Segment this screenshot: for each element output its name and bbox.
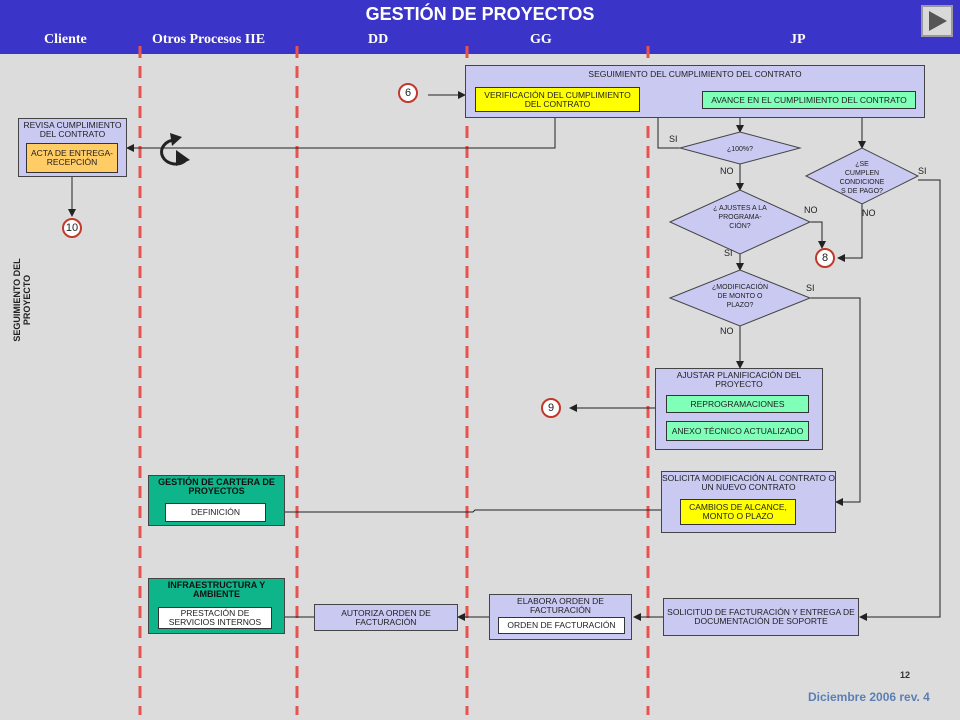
connector-6[interactable]: 6 bbox=[398, 83, 418, 103]
seguimiento-box[interactable]: SEGUIMIENTO DEL CUMPLIMIENTO DEL CONTRAT… bbox=[465, 65, 925, 118]
verificacion-box[interactable]: VERIFICACIÓN DEL CUMPLIMIENTO DEL CONTRA… bbox=[475, 87, 640, 112]
seguimiento-title: SEGUIMIENTO DEL CUMPLIMIENTO DEL CONTRAT… bbox=[588, 69, 802, 79]
connector-8[interactable]: 8 bbox=[815, 248, 835, 268]
lane-gg: GG bbox=[530, 32, 552, 47]
decision-ajustes-text: PROGRAMA- bbox=[718, 214, 762, 221]
footer-date: Diciembre 2006 rev. 4 bbox=[808, 690, 930, 704]
decision-mod-text: DE MONTO O bbox=[718, 293, 764, 300]
decision-ajustes-text: CIÓN? bbox=[729, 221, 751, 230]
play-icon bbox=[929, 11, 947, 31]
revisa-title: REVISA CUMPLIMIENTO DEL CONTRATO bbox=[23, 120, 122, 139]
side-label: SEGUIMIENTO DEL PROYECTO bbox=[12, 258, 32, 342]
solicita-modificacion-title: SOLICITA MODIFICACIÓN AL CONTRATO O UN N… bbox=[662, 473, 836, 492]
loop-arrow-icon bbox=[160, 133, 190, 166]
decision-100: ¿100%? bbox=[678, 131, 802, 165]
infraestructura-title: INFRAESTRUCTURA Y AMBIENTE bbox=[167, 580, 266, 599]
reprogramaciones-box[interactable]: REPROGRAMACIONES bbox=[666, 395, 809, 413]
solicita-modificacion-box[interactable]: SOLICITA MODIFICACIÓN AL CONTRATO O UN N… bbox=[661, 471, 836, 533]
decision-mod-text: PLAZO? bbox=[727, 302, 754, 309]
lane-dd: DD bbox=[368, 32, 389, 47]
decision-pago: ¿SE CUMPLEN CONDICIONE S DE PAGO? bbox=[804, 147, 920, 205]
decision-ajustes-text: ¿ AJUSTES A LA bbox=[713, 205, 767, 212]
page-title: GESTIÓN DE PROYECTOS bbox=[365, 4, 595, 24]
revisa-box[interactable]: REVISA CUMPLIMIENTO DEL CONTRATO ACTA DE… bbox=[18, 118, 127, 177]
label-no: NO bbox=[720, 326, 734, 336]
decision-100-text: ¿100%? bbox=[727, 146, 753, 153]
gestion-cartera-title: GESTIÓN DE CARTERA DE PROYECTOS bbox=[158, 477, 275, 496]
label-no: NO bbox=[862, 208, 876, 218]
anexo-box[interactable]: ANEXO TÉCNICO ACTUALIZADO bbox=[666, 421, 809, 441]
connector-9[interactable]: 9 bbox=[541, 398, 561, 418]
cambios-box[interactable]: CAMBIOS DE ALCANCE, MONTO O PLAZO bbox=[680, 499, 796, 525]
definicion-box[interactable]: DEFINICIÓN bbox=[165, 503, 266, 522]
decision-modificacion: ¿MODIFICACIÓN DE MONTO O PLAZO? bbox=[668, 269, 812, 327]
header-bar bbox=[0, 0, 960, 54]
decision-pago-text: ¿SE bbox=[855, 161, 869, 168]
label-si: SI bbox=[806, 283, 815, 293]
infraestructura-box[interactable]: INFRAESTRUCTURA Y AMBIENTE PRESTACIÓN DE… bbox=[148, 578, 285, 634]
prestacion-box[interactable]: PRESTACIÓN DE SERVICIOS INTERNOS bbox=[158, 607, 272, 629]
decision-pago-text: S DE PAGO? bbox=[841, 188, 883, 195]
solicitud-facturacion-box[interactable]: SOLICITUD DE FACTURACIÓN Y ENTREGA DE DO… bbox=[663, 598, 859, 636]
elabora-box[interactable]: ELABORA ORDEN DE FACTURACIÓN ORDEN DE FA… bbox=[489, 594, 632, 640]
decision-pago-text: CONDICIONE bbox=[840, 179, 885, 186]
decision-mod-text: ¿MODIFICACIÓN bbox=[712, 282, 768, 291]
label-si: SI bbox=[724, 248, 733, 258]
solicitud-facturacion-title: SOLICITUD DE FACTURACIÓN Y ENTREGA DE DO… bbox=[667, 607, 855, 626]
avance-box[interactable]: AVANCE EN EL CUMPLIMIENTO DEL CONTRATO bbox=[702, 91, 916, 109]
orden-facturacion-box[interactable]: ORDEN DE FACTURACIÓN bbox=[498, 617, 625, 634]
acta-box[interactable]: ACTA DE ENTREGA-RECEPCIÓN bbox=[26, 143, 118, 173]
autoriza-box[interactable]: AUTORIZA ORDEN DE FACTURACIÓN bbox=[314, 604, 458, 631]
autoriza-title: AUTORIZA ORDEN DE FACTURACIÓN bbox=[341, 607, 431, 627]
decision-pago-text: CUMPLEN bbox=[845, 170, 879, 177]
gestion-cartera-box[interactable]: GESTIÓN DE CARTERA DE PROYECTOS DEFINICI… bbox=[148, 475, 285, 526]
ajustar-title: AJUSTAR PLANIFICACIÓN DEL PROYECTO bbox=[676, 370, 802, 389]
page-number: 12 bbox=[900, 670, 911, 680]
connector-10[interactable]: 10 bbox=[62, 218, 82, 238]
elabora-title: ELABORA ORDEN DE FACTURACIÓN bbox=[517, 596, 604, 615]
next-slide-button[interactable] bbox=[921, 5, 953, 37]
ajustar-box[interactable]: AJUSTAR PLANIFICACIÓN DEL PROYECTO REPRO… bbox=[655, 368, 823, 450]
lane-jp: JP bbox=[790, 32, 806, 47]
label-si: SI bbox=[918, 166, 927, 176]
decision-ajustes: ¿ AJUSTES A LA PROGRAMA- CIÓN? bbox=[668, 189, 812, 255]
label-no: NO bbox=[720, 166, 734, 176]
label-si: SI bbox=[669, 134, 678, 144]
lane-otros-procesos: Otros Procesos IIE bbox=[152, 32, 266, 47]
label-no: NO bbox=[804, 205, 818, 215]
lane-cliente: Cliente bbox=[44, 32, 87, 47]
